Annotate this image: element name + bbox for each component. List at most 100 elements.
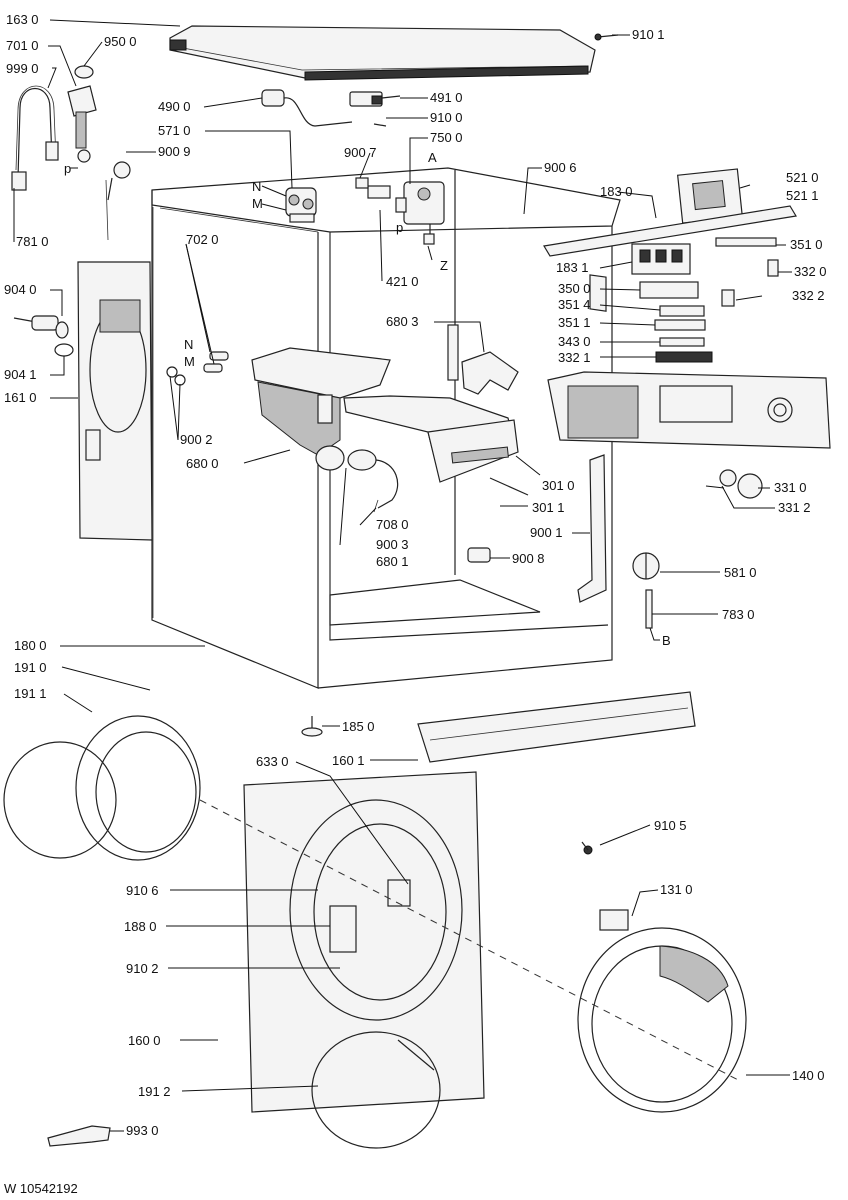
label-521-1: 521 1: [786, 188, 819, 203]
door-drawing: [577, 909, 747, 1113]
programme-selector-drawing: [632, 552, 660, 580]
label-708-0: 708 0: [376, 517, 409, 532]
label-581-0: 581 0: [724, 565, 757, 580]
part-labels: 163 0 910 1 701 0 950 0 999 0 490 0 491 …: [4, 12, 827, 1196]
label-680-0: 680 0: [186, 456, 219, 471]
detergent-drawer-drawing: [343, 395, 519, 483]
label-131-0: 131 0: [660, 882, 693, 897]
label-188-0: 188 0: [124, 919, 157, 934]
label-910-0: 910 0: [430, 110, 463, 125]
label-900-8: 900 8: [512, 551, 545, 566]
clamp-900-2-drawing: [166, 366, 186, 386]
leader-lines: [13, 19, 792, 1132]
label-701-0: 701 0: [6, 38, 39, 53]
label-183-0: 183 0: [600, 184, 633, 199]
label-m-top: M: [252, 196, 263, 211]
clip-900-7-drawing: [355, 177, 369, 189]
label-163-0: 163 0: [6, 12, 39, 27]
label-z: Z: [440, 258, 448, 273]
shaft-drawing: [645, 589, 653, 629]
label-m-mid: M: [184, 354, 195, 369]
label-680-1: 680 1: [376, 554, 409, 569]
label-351-4: 351 4: [558, 297, 591, 312]
electronic-board-drawing: [631, 243, 691, 275]
label-910-5: 910 5: [654, 818, 687, 833]
label-191-0: 191 0: [14, 660, 47, 675]
control-panel-drawing: [547, 371, 831, 449]
part-491-0-drawing: [349, 91, 401, 107]
label-191-2: 191 2: [138, 1084, 171, 1099]
label-781-0: 781 0: [16, 234, 49, 249]
label-993-0: 993 0: [126, 1123, 159, 1138]
label-191-1: 191 1: [14, 686, 47, 701]
keypad-boards-drawing: [639, 281, 713, 363]
axis-line: [199, 799, 743, 1083]
label-180-0: 180 0: [14, 638, 47, 653]
label-n-mid: N: [184, 337, 193, 352]
label-351-1: 351 1: [558, 315, 591, 330]
label-904-0: 904 0: [4, 282, 37, 297]
label-183-1: 183 1: [556, 260, 589, 275]
solenoid-valve-drawing: [285, 187, 317, 223]
label-160-0: 160 0: [128, 1033, 161, 1048]
label-750-0: 750 0: [430, 130, 463, 145]
tool-drawing: [47, 1125, 111, 1147]
label-783-0: 783 0: [722, 607, 755, 622]
hose-708-0-drawing: [347, 449, 399, 513]
part-900-8-drawing: [467, 547, 491, 563]
label-b: B: [662, 633, 671, 648]
label-a: A: [428, 150, 437, 165]
label-161-0: 161 0: [4, 390, 37, 405]
label-332-1: 332 1: [558, 350, 591, 365]
label-900-3: 900 3: [376, 537, 409, 552]
clamp-900-9-drawing: [105, 161, 131, 241]
inlet-valve-drawing: [67, 65, 97, 163]
label-910-1: 910 1: [632, 27, 665, 42]
siphon-drawing: [447, 324, 519, 395]
pressure-switch-drawing: [367, 181, 445, 245]
label-950-0: 950 0: [104, 34, 137, 49]
inlet-hose-drawing: [11, 85, 59, 191]
lower-panel-drawing: [417, 691, 696, 763]
screw-910-0-drawing: [373, 123, 387, 127]
label-900-7: 900 7: [344, 145, 377, 160]
label-521-0: 521 0: [786, 170, 819, 185]
label-343-0: 343 0: [558, 334, 591, 349]
label-421-0: 421 0: [386, 274, 419, 289]
label-900-6: 900 6: [544, 160, 577, 175]
label-680-3: 680 3: [386, 314, 419, 329]
label-351-0: 351 0: [790, 237, 823, 252]
label-185-0: 185 0: [342, 719, 375, 734]
label-910-2: 910 2: [126, 961, 159, 976]
rear-panel-drawing: [77, 261, 153, 541]
label-999-0: 999 0: [6, 61, 39, 76]
label-490-0: 490 0: [158, 99, 191, 114]
front-panel-drawing: [243, 771, 485, 1149]
suppressor-drawing: [261, 89, 353, 127]
foot-drawing: [301, 716, 323, 737]
label-p-left: p: [64, 161, 71, 176]
label-n-top: N: [252, 179, 261, 194]
document-reference: W 10542192: [4, 1181, 78, 1196]
door-gasket-drawing: [3, 715, 201, 861]
label-491-0: 491 0: [430, 90, 463, 105]
label-301-0: 301 0: [542, 478, 575, 493]
transit-support-drawing: [13, 315, 74, 357]
label-140-0: 140 0: [792, 1068, 825, 1083]
rod-301-1-drawing: [489, 477, 529, 496]
label-332-0: 332 0: [794, 264, 827, 279]
label-331-2: 331 2: [778, 500, 811, 515]
top-cover-drawing: [169, 25, 596, 81]
label-900-2: 900 2: [180, 432, 213, 447]
label-160-1: 160 1: [332, 753, 365, 768]
label-571-0: 571 0: [158, 123, 191, 138]
screw-910-5-drawing: [581, 841, 593, 855]
plug-702-0-drawing: [203, 351, 229, 373]
label-900-9: 900 9: [158, 144, 191, 159]
label-350-0: 350 0: [558, 281, 591, 296]
label-904-1: 904 1: [4, 367, 37, 382]
knob-drawing: [719, 469, 763, 499]
control-board-drawing: [543, 168, 797, 257]
label-331-0: 331 0: [774, 480, 807, 495]
